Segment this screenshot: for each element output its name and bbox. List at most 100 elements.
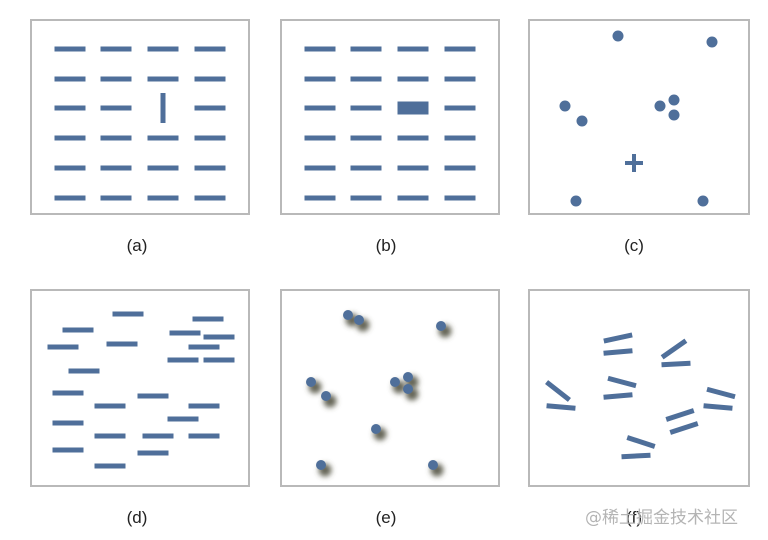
horizontal-bar bbox=[194, 165, 226, 171]
horizontal-bar bbox=[194, 105, 226, 111]
bar bbox=[142, 433, 174, 439]
horizontal-bar bbox=[444, 46, 476, 52]
dot bbox=[343, 310, 353, 320]
rotated-bar bbox=[703, 403, 733, 411]
panel-a-canvas bbox=[54, 46, 226, 201]
horizontal-bar bbox=[54, 195, 86, 201]
dot bbox=[654, 100, 666, 112]
horizontal-bar bbox=[147, 46, 179, 52]
bar bbox=[188, 344, 220, 350]
horizontal-bar bbox=[444, 195, 476, 201]
horizontal-bar bbox=[397, 165, 429, 171]
dot bbox=[403, 372, 413, 382]
rotated-bar bbox=[545, 380, 571, 402]
rotated-bar bbox=[607, 375, 637, 389]
horizontal-bar bbox=[350, 165, 382, 171]
dot bbox=[576, 115, 588, 127]
horizontal-bar bbox=[147, 195, 179, 201]
vertical-bar bbox=[160, 93, 166, 123]
horizontal-bar bbox=[444, 76, 476, 82]
bar bbox=[94, 403, 126, 409]
dot bbox=[668, 94, 680, 106]
horizontal-bar bbox=[350, 195, 382, 201]
horizontal-bar bbox=[194, 46, 226, 52]
dot bbox=[354, 315, 364, 325]
rotated-bar bbox=[669, 421, 699, 435]
dot bbox=[706, 36, 718, 48]
rotated-bar bbox=[661, 360, 691, 368]
horizontal-bar bbox=[54, 165, 86, 171]
horizontal-bar bbox=[100, 135, 132, 141]
caption-c: (c) bbox=[624, 236, 644, 255]
dot bbox=[559, 100, 571, 112]
horizontal-bar bbox=[397, 195, 429, 201]
horizontal-bar bbox=[54, 135, 86, 141]
horizontal-bar bbox=[304, 195, 336, 201]
panel-b bbox=[280, 19, 500, 215]
panel-e bbox=[280, 289, 500, 487]
rotated-bar bbox=[665, 408, 695, 422]
rotated-bar bbox=[706, 386, 736, 400]
rotated-bar bbox=[603, 332, 633, 344]
bar bbox=[137, 393, 169, 399]
bar bbox=[106, 341, 138, 347]
rotated-bar bbox=[603, 348, 633, 356]
horizontal-bar bbox=[350, 46, 382, 52]
horizontal-bar bbox=[304, 165, 336, 171]
dot bbox=[697, 195, 709, 207]
dot bbox=[371, 424, 381, 434]
panel-d bbox=[30, 289, 250, 487]
panel-b-canvas bbox=[304, 46, 476, 201]
horizontal-bar bbox=[54, 105, 86, 111]
panel-e-canvas bbox=[306, 310, 452, 477]
dot bbox=[612, 30, 624, 42]
bar bbox=[52, 420, 84, 426]
bar bbox=[169, 330, 201, 336]
bar bbox=[112, 311, 144, 317]
horizontal-bar bbox=[444, 135, 476, 141]
horizontal-bar bbox=[194, 76, 226, 82]
horizontal-bar bbox=[100, 165, 132, 171]
bar bbox=[203, 357, 235, 363]
horizontal-bar bbox=[397, 76, 429, 82]
horizontal-bar bbox=[304, 76, 336, 82]
bar bbox=[137, 450, 169, 456]
bar bbox=[192, 316, 224, 322]
panel-f-canvas bbox=[545, 332, 736, 460]
dot bbox=[570, 195, 582, 207]
horizontal-bar bbox=[100, 105, 132, 111]
panel-c-canvas bbox=[559, 30, 718, 207]
horizontal-bar bbox=[304, 135, 336, 141]
horizontal-bar bbox=[304, 105, 336, 111]
dot bbox=[321, 391, 331, 401]
horizontal-bar bbox=[147, 165, 179, 171]
dot bbox=[668, 109, 680, 121]
horizontal-bar bbox=[100, 46, 132, 52]
thick-bar bbox=[397, 101, 429, 115]
rotated-bar bbox=[660, 338, 688, 360]
rotated-bar bbox=[621, 452, 651, 460]
panel-d-canvas bbox=[47, 311, 235, 469]
bar bbox=[203, 334, 235, 340]
cross-vertical-stroke bbox=[632, 154, 636, 172]
bar bbox=[94, 463, 126, 469]
bar bbox=[167, 357, 199, 363]
watermark: @稀土掘金技术社区 bbox=[585, 508, 738, 528]
horizontal-bar bbox=[194, 195, 226, 201]
horizontal-bar bbox=[397, 135, 429, 141]
dot bbox=[436, 321, 446, 331]
bar bbox=[62, 327, 94, 333]
bar bbox=[167, 416, 199, 422]
panel-f bbox=[528, 289, 750, 487]
bar bbox=[188, 403, 220, 409]
rotated-bar bbox=[546, 403, 576, 411]
caption-d: (d) bbox=[126, 508, 148, 527]
horizontal-bar bbox=[54, 76, 86, 82]
horizontal-bar bbox=[194, 135, 226, 141]
dot bbox=[390, 377, 400, 387]
rotated-bar bbox=[603, 392, 633, 400]
panel-a bbox=[30, 19, 250, 215]
bar bbox=[47, 344, 79, 350]
bar bbox=[52, 390, 84, 396]
dot bbox=[428, 460, 438, 470]
